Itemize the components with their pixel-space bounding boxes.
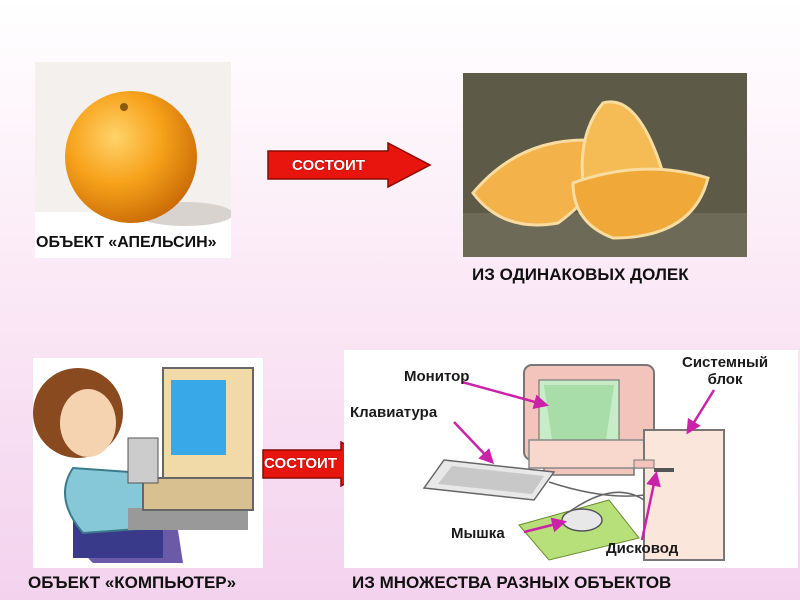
consists-label-1: СОСТОИТ [292,157,365,174]
orange-icon [35,62,231,226]
consists-label-2: СОСТОИТ [264,455,337,472]
orange-picture [35,62,231,258]
girl-at-computer-icon [33,367,254,563]
system-unit-label-line1: Системный [682,354,769,371]
system-unit-label-line2: блок [707,371,743,388]
computer-object-caption: ОБЪЕКТ «КОМПЬЮТЕР» [28,573,237,592]
orange-slices-caption: ИЗ ОДИНАКОВЫХ ДОЛЕК [472,265,689,284]
mouse-label: Мышка [451,525,505,542]
computer-parts-caption: ИЗ МНОЖЕСТВА РАЗНЫХ ОБЪЕКТОВ [352,573,672,592]
system-unit-label: Системный блок [682,354,768,388]
disk-drive-label: Дисковод [606,540,679,557]
keyboard-label: Клавиатура [350,404,438,421]
computer-set-icon [422,364,725,561]
orange-slices-picture [463,73,747,257]
girl-at-computer-picture [33,358,263,568]
computer-parts-picture: Монитор Системный блок Клавиатура Мышка … [344,350,798,568]
consists-arrow-1 [267,142,432,188]
orange-object-caption: ОБЪЕКТ «АПЕЛЬСИН» [36,234,217,251]
monitor-label: Монитор [404,368,470,385]
orange-slices-icon [463,73,747,257]
